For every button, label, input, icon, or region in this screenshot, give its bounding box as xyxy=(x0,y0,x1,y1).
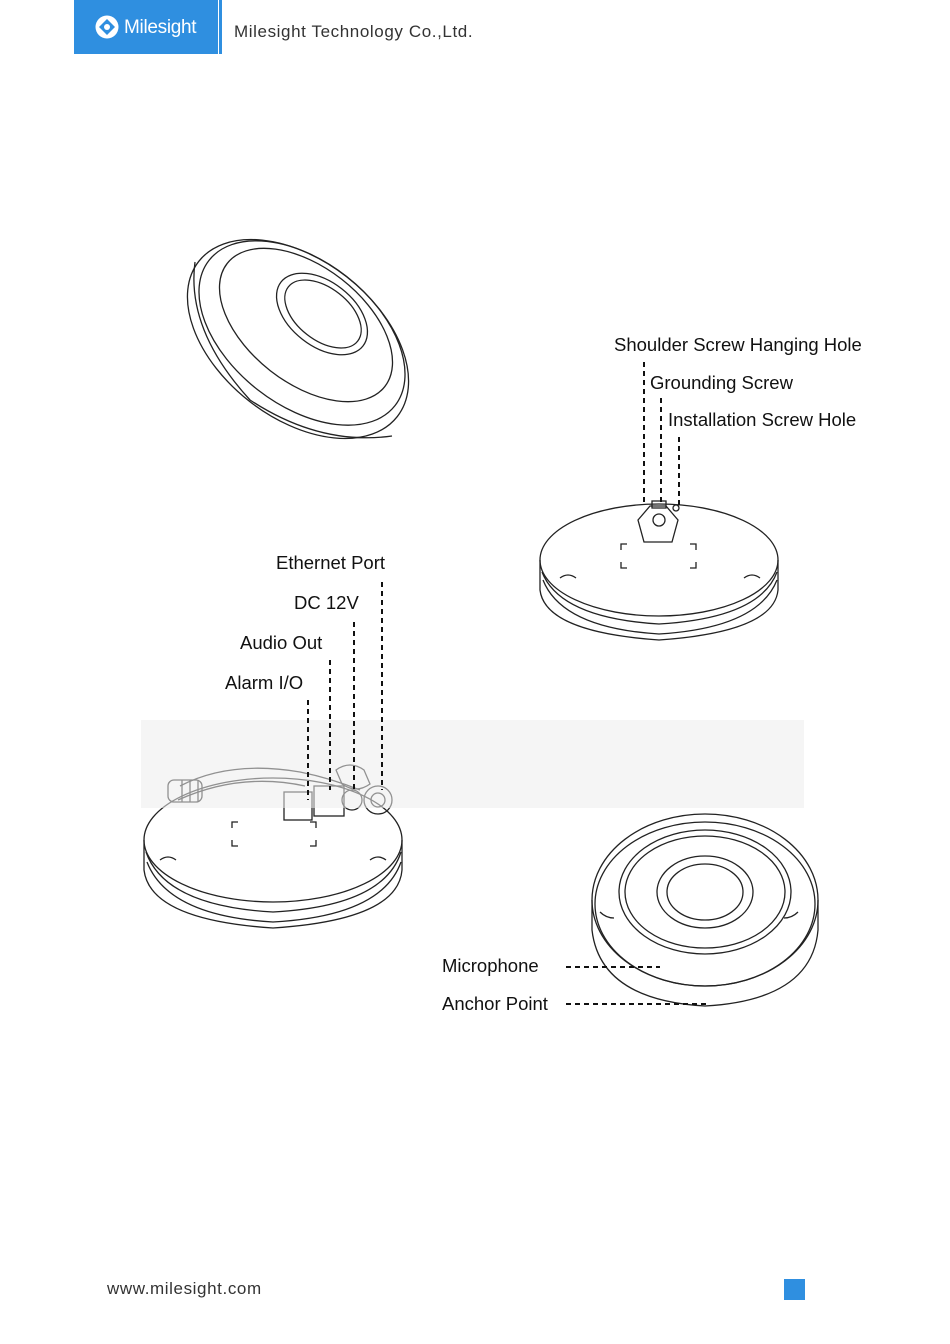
label-anchor-point: Anchor Point xyxy=(442,993,548,1015)
camera-top-view xyxy=(150,199,446,479)
page-marker xyxy=(784,1279,805,1300)
label-ethernet-port: Ethernet Port xyxy=(276,552,385,574)
leader-lines xyxy=(308,362,706,1004)
label-alarm-io: Alarm I/O xyxy=(225,672,303,694)
label-shoulder-screw-hanging-hole: Shoulder Screw Hanging Hole xyxy=(614,334,862,356)
label-microphone: Microphone xyxy=(442,955,539,977)
label-installation-screw-hole: Installation Screw Hole xyxy=(668,409,856,431)
label-dc-12v: DC 12V xyxy=(294,592,359,614)
label-audio-out: Audio Out xyxy=(240,632,322,654)
shaded-band xyxy=(141,720,804,808)
camera-front-view xyxy=(592,814,818,1006)
camera-bottom-view xyxy=(540,501,778,640)
footer-website-link[interactable]: www.milesight.com xyxy=(107,1279,262,1299)
label-grounding-screw: Grounding Screw xyxy=(650,372,793,394)
